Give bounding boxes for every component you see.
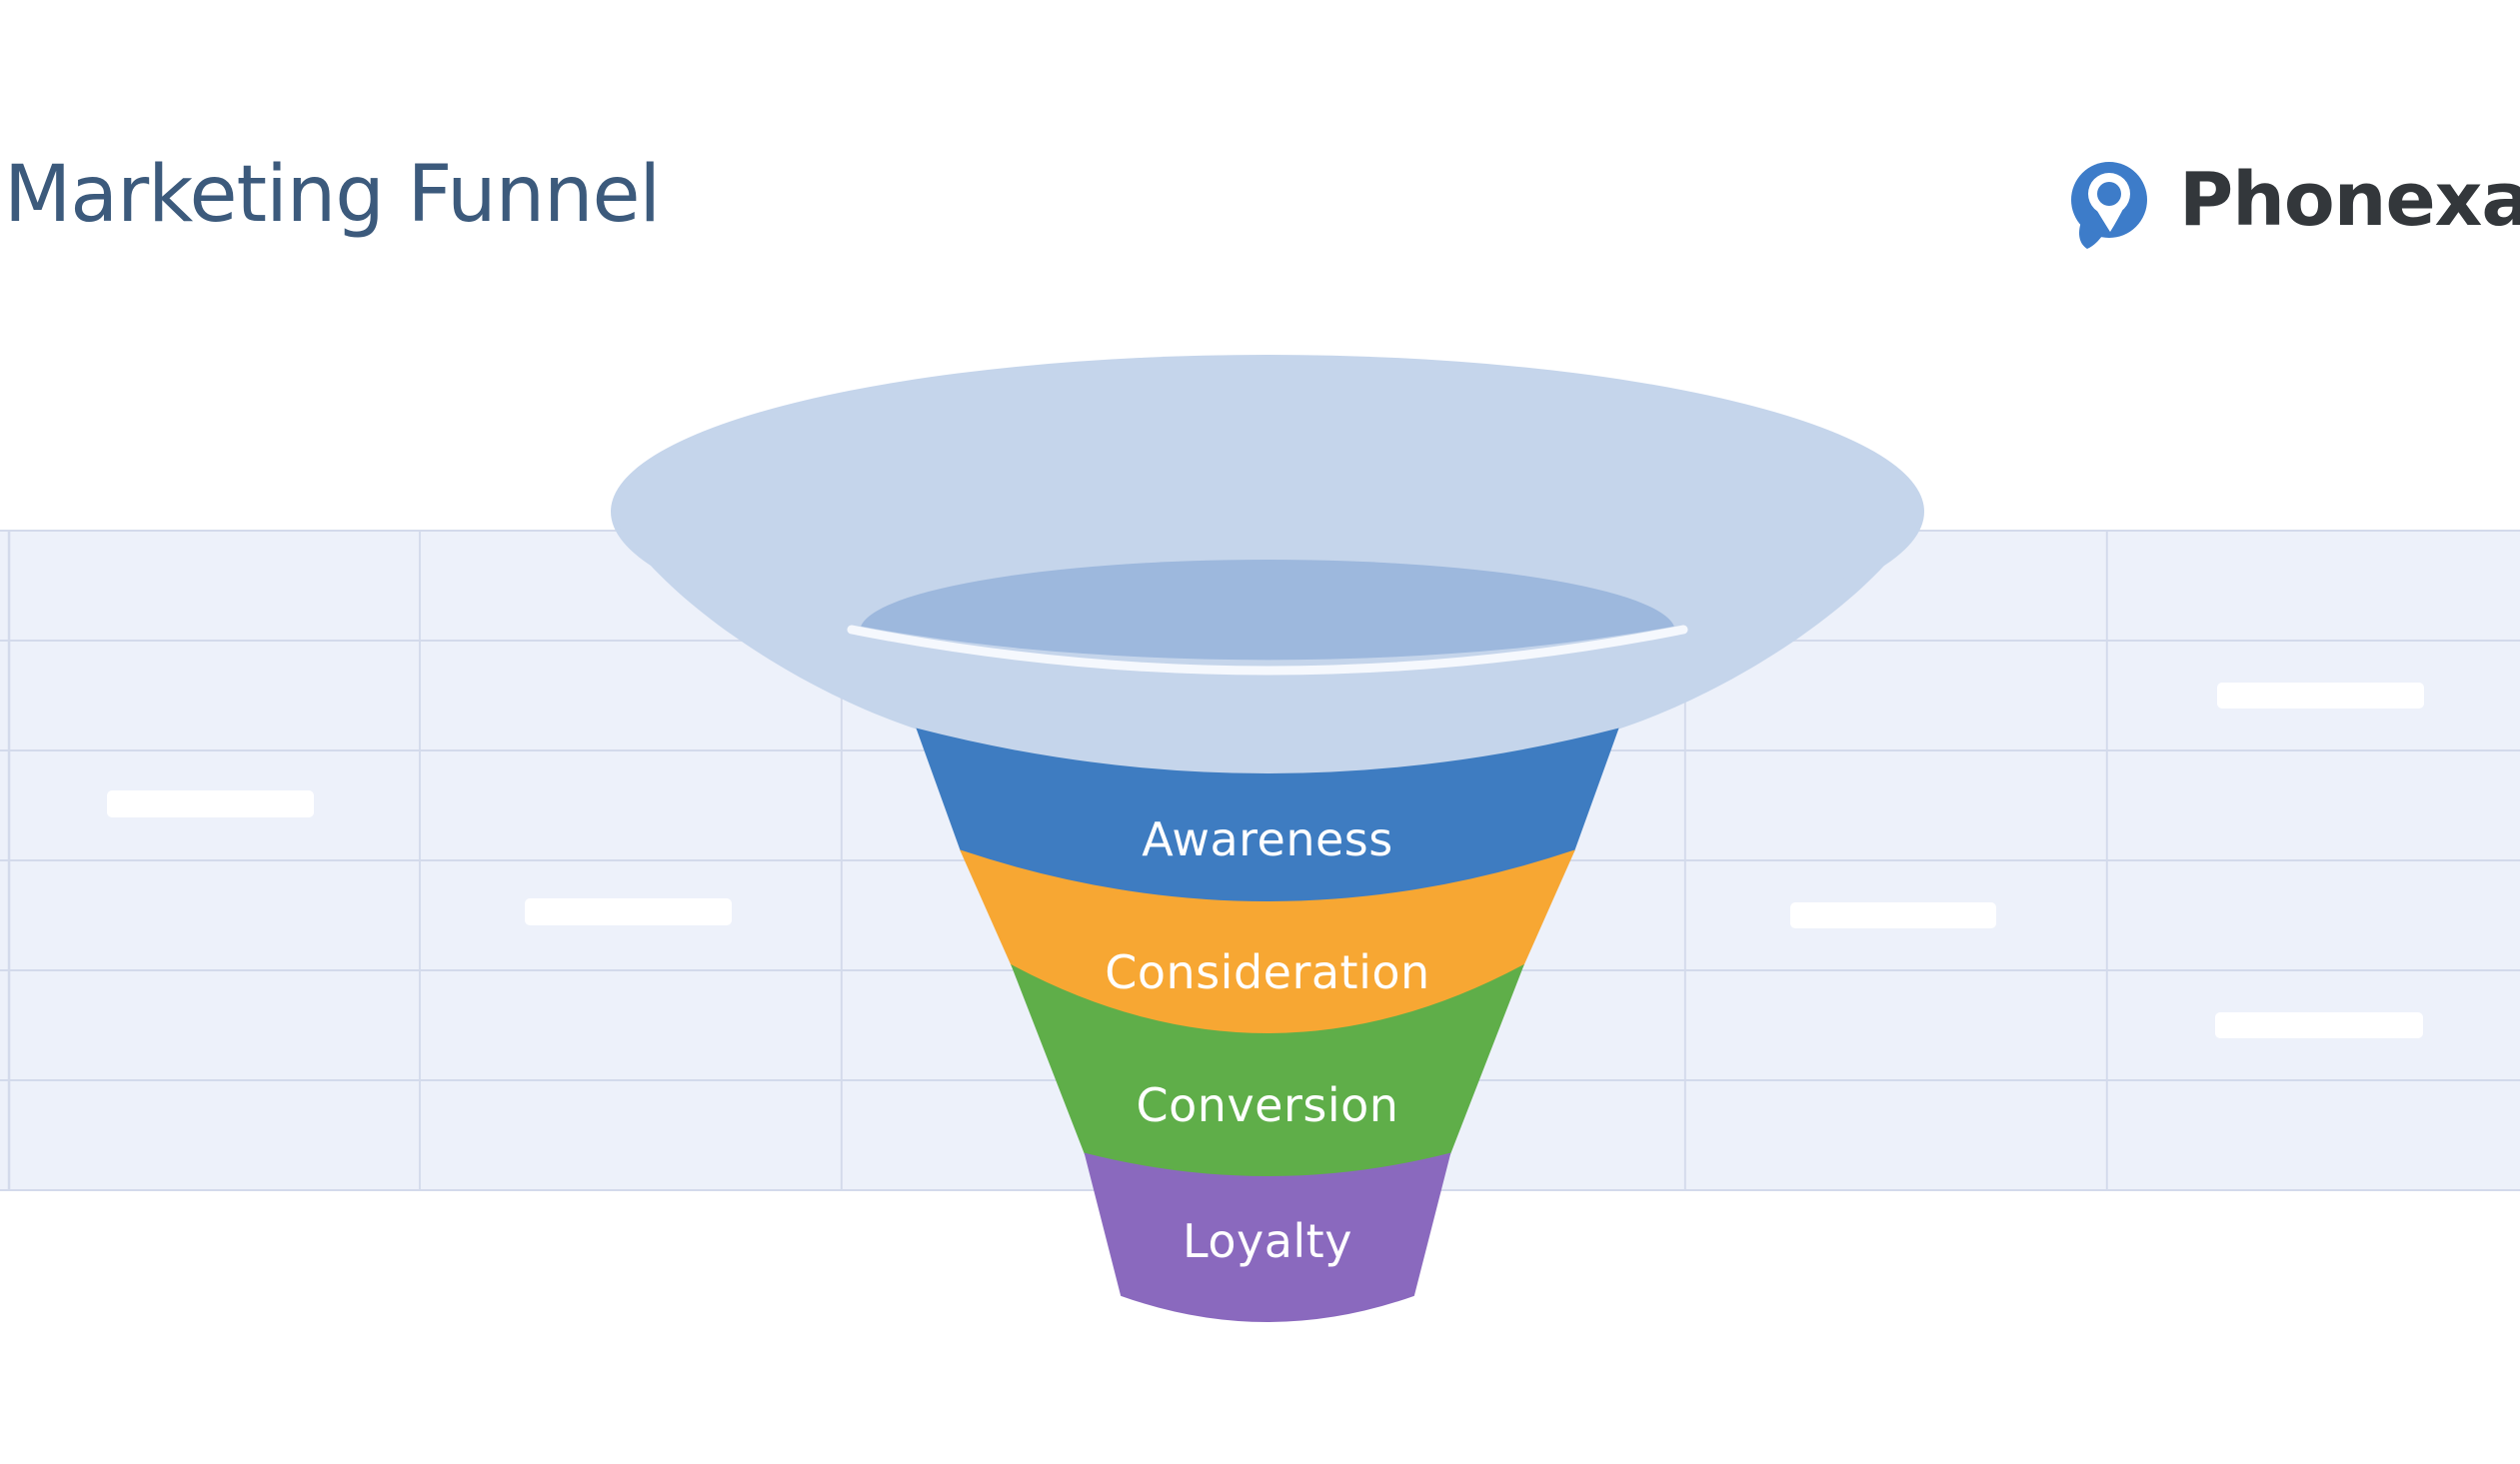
funnel-stage-label-awareness: Awareness — [1142, 812, 1393, 866]
placeholder-pill — [2215, 1012, 2423, 1038]
funnel-bowl-wall — [612, 512, 1923, 774]
funnel-stage-label-conversion: Conversion — [1137, 1078, 1399, 1132]
placeholder-pill — [107, 790, 314, 817]
phonexa-pin-icon — [2071, 162, 2147, 249]
funnel-stage-label-loyalty: Loyalty — [1183, 1214, 1352, 1268]
funnel-rim-separator — [847, 625, 1688, 676]
phonexa-logo: Phonexa® — [2067, 156, 2520, 252]
page-title: Marketing Funnel — [4, 150, 661, 240]
placeholder-pill — [525, 898, 732, 925]
funnel-stage-loyalty — [1084, 1152, 1451, 1322]
funnel-stage-label-consideration: Consideration — [1105, 945, 1429, 999]
phonexa-wordmark: Phonexa® — [2179, 157, 2520, 243]
placeholder-pill — [1790, 902, 1996, 928]
placeholder-pill — [2217, 683, 2424, 709]
